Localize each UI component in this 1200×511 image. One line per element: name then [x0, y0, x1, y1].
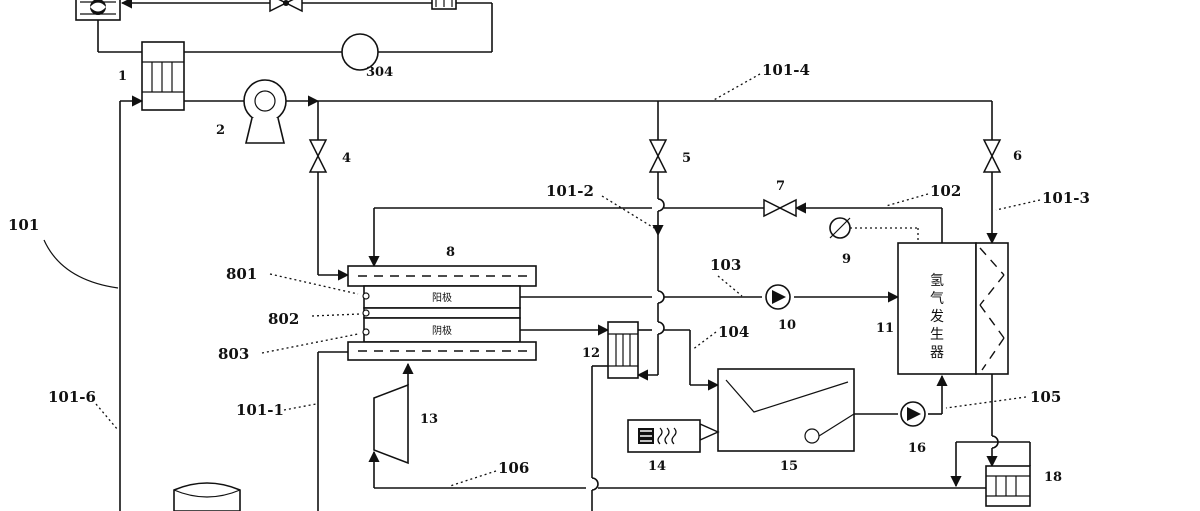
heat-exchanger-1: [141, 41, 185, 111]
label-4: 4: [342, 151, 351, 166]
return-line-16: [854, 374, 948, 415]
line-106: [368, 450, 986, 489]
heat-exchanger-12: [607, 321, 639, 379]
generator-char-1: 氢: [930, 273, 944, 289]
storage-tank: [173, 482, 241, 511]
label-10: 10: [778, 318, 796, 333]
generator-char-2: 气: [930, 291, 944, 307]
label-101-2: 101-2: [546, 182, 594, 200]
label-1: 1: [118, 69, 127, 84]
label-101-4: 101-4: [762, 61, 810, 79]
heat-exchanger-18: [985, 465, 1031, 507]
valve-4: [308, 139, 328, 173]
label-101-1: 101-1: [236, 401, 284, 419]
valve-6: [982, 139, 1002, 173]
label-803: 803: [218, 345, 249, 363]
label-6: 6: [1013, 149, 1022, 164]
main-loop-pipes: [119, 95, 999, 511]
valve-5: [648, 139, 668, 173]
line-101-1: [317, 351, 348, 511]
hydrogen-return-line: [368, 202, 943, 268]
label-105: 105: [1030, 388, 1061, 406]
top-valve-icon: [269, 0, 303, 13]
top-loop: [97, 0, 493, 53]
generator-char-4: 生: [930, 327, 944, 343]
label-101-6: 101-6: [48, 388, 96, 406]
cathode-label: 阴极: [432, 324, 452, 337]
generator-char-5: 器: [930, 345, 944, 361]
pump-2: [243, 79, 287, 144]
line-to-18: [950, 441, 1031, 488]
pump-10: [765, 284, 791, 310]
valve-7: [763, 198, 797, 218]
label-14: 14: [648, 459, 666, 474]
label-13: 13: [420, 412, 438, 427]
compressor-13: [373, 362, 414, 465]
sensor-9: [829, 217, 919, 243]
label-104: 104: [718, 323, 749, 341]
label-304: 304: [366, 65, 393, 80]
generator-char-3: 发: [930, 309, 944, 325]
label-18: 18: [1044, 470, 1062, 485]
hydrogen-generator-11: [897, 242, 1009, 375]
label-101: 101: [8, 216, 39, 234]
label-801: 801: [226, 265, 257, 283]
label-103: 103: [710, 256, 741, 274]
label-5: 5: [682, 151, 691, 166]
label-16: 16: [908, 441, 926, 456]
label-802: 802: [268, 310, 299, 328]
cathode-outlet-line: [520, 324, 720, 391]
label-8: 8: [446, 245, 455, 260]
top-heater-icon: [431, 0, 457, 10]
label-2: 2: [216, 123, 225, 138]
heater-14: [627, 419, 701, 453]
label-11: 11: [876, 321, 894, 336]
fan-radiator-icon: [75, 0, 121, 21]
label-12: 12: [582, 346, 600, 361]
label-101-3: 101-3: [1042, 189, 1090, 207]
pump-304: [341, 33, 379, 71]
anode-label: 阳极: [432, 291, 452, 304]
pump-16: [900, 401, 926, 427]
label-7: 7: [776, 179, 785, 194]
label-102: 102: [930, 182, 961, 200]
label-15: 15: [780, 459, 798, 474]
label-106: 106: [498, 459, 529, 477]
tank-15: [699, 368, 855, 452]
label-9: 9: [842, 252, 851, 267]
fuel-cell-stack-8: [347, 265, 537, 361]
